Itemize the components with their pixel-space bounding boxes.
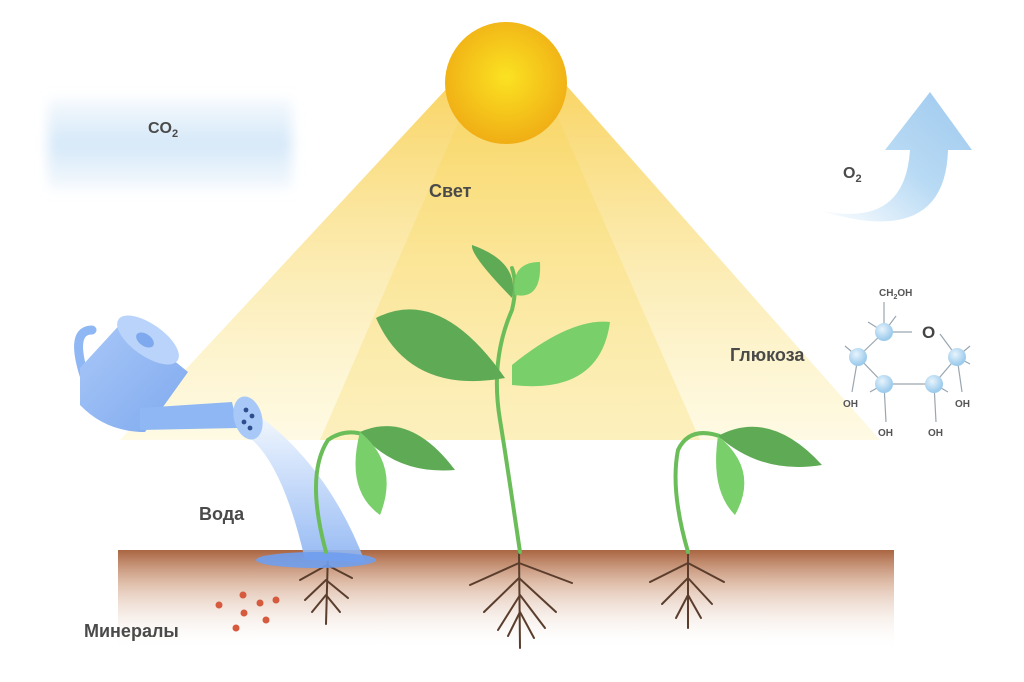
glucose-molecule: CH2OH O OH OH OH OH [843,288,971,439]
o2-label-main: O [843,165,856,182]
o2-label-sub: 2 [855,173,862,185]
oh-group-4: OH [928,428,943,439]
plant-left [314,426,455,554]
glucose-label: Глюкоза [730,345,805,365]
o2-label: O2 [843,165,862,185]
watering-can-icon [74,315,263,440]
minerals-label: Минералы [84,621,179,641]
soil [118,550,894,650]
svg-text:CH2OH: CH2OH [879,288,912,301]
ch2oh-main: CH [879,288,893,299]
oh-group-1: OH [843,399,858,410]
co2-cloud [48,98,292,190]
o2-arrow-icon [818,92,972,222]
ch2oh-sub: 2 [893,294,897,301]
oh-group-2: OH [955,399,970,410]
ch2oh-tail: OH [897,288,912,299]
mineral-dots [215,591,280,632]
plant-middle [376,245,610,554]
water-stream [238,418,376,568]
co2-label-main: CO [148,120,172,137]
water-label: Вода [199,504,245,524]
plant-right [673,426,822,554]
ring-oxygen: O [922,323,935,342]
light-label: Свет [429,181,472,201]
oh-group-3: OH [878,428,893,439]
co2-label-sub: 2 [172,128,179,140]
sun-icon [445,22,567,144]
co2-label: CO2 [148,120,178,140]
